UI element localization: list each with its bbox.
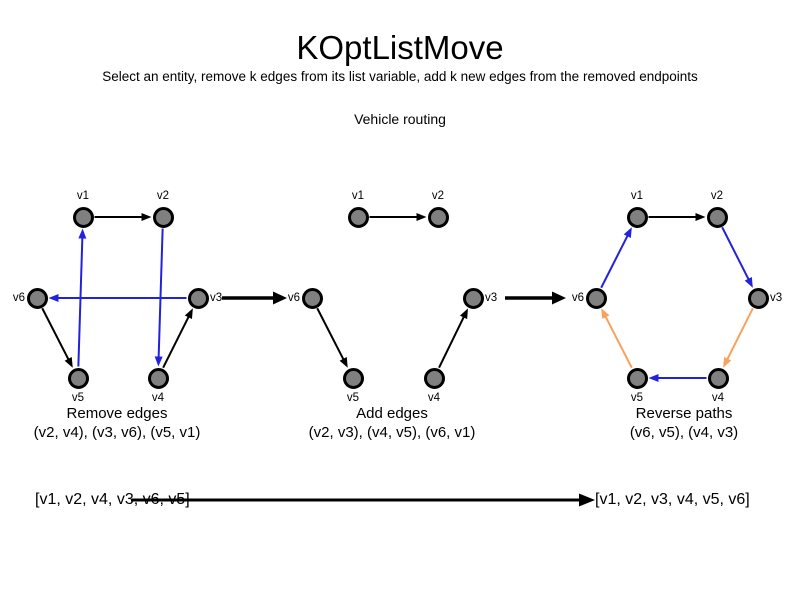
node-add-edges-v5 (342, 367, 364, 389)
node-remove-edges-v4 (147, 367, 169, 389)
edge-reverse-paths-v6-v1-line (600, 233, 630, 289)
edge-remove-edges-v1-v2-head (141, 213, 152, 221)
caption-add-edges-detail: (v2, v3), (v4, v5), (v6, v1) (308, 423, 476, 441)
edge-reverse-paths-v3-v4-line (725, 307, 754, 362)
node-label-reverse-paths-v6: v6 (571, 292, 584, 304)
node-reverse-paths-v1 (626, 206, 648, 228)
node-remove-edges-v5 (67, 367, 89, 389)
caption-add-edges: Add edges (v2, v3), (v4, v5), (v6, v1) (242, 405, 542, 442)
caption-reverse-paths-detail: (v6, v5), (v4, v3) (629, 423, 739, 441)
caption-remove-edges: Remove edges (v2, v4), (v3, v6), (v5, v1… (0, 405, 267, 442)
edge-reverse-paths-v2-v3-line (721, 226, 751, 282)
edge-remove-edges-v2-v4-line (157, 228, 164, 359)
node-label-remove-edges-v1: v1 (76, 190, 90, 202)
edge-reverse-paths-v3-v4-head (723, 356, 732, 368)
edge-remove-edges-v6-v5-line (41, 307, 70, 362)
edge-remove-edges-v3-v6-head (48, 294, 59, 302)
edge-add-edges-v4-v3-head (459, 308, 468, 320)
node-add-edges-v1 (347, 206, 369, 228)
node-label-add-edges-v5: v5 (346, 392, 360, 404)
node-remove-edges-v1 (72, 206, 94, 228)
route-list-after: [v1, v2, v3, v4, v5, v6] (595, 491, 750, 508)
caption-add-edges-title: Add edges (356, 405, 428, 422)
edge-reverse-paths-v1-v2-head (695, 213, 706, 221)
edge-reverse-paths-v5-v6-line (604, 314, 633, 369)
node-reverse-paths-v3 (747, 287, 769, 309)
node-add-edges-v4 (423, 367, 445, 389)
edge-add-edges-v1-v2-head (416, 213, 427, 221)
node-remove-edges-v3 (187, 287, 209, 309)
node-label-reverse-paths-v2: v2 (710, 190, 724, 202)
section-label: Vehicle routing (354, 111, 446, 127)
node-label-add-edges-v2: v2 (431, 190, 445, 202)
transition-arrow-1-head (273, 291, 287, 305)
edge-reverse-paths-v5-v6-head (601, 308, 610, 319)
node-reverse-paths-v5 (626, 367, 648, 389)
edge-reverse-paths-v4-v5-head (648, 374, 659, 382)
edge-remove-edges-v4-v3-head (184, 308, 193, 320)
node-label-add-edges-v6: v6 (287, 292, 300, 304)
caption-reverse-paths: Reverse paths (v6, v5), (v4, v3) (534, 405, 800, 442)
node-reverse-paths-v6 (585, 287, 607, 309)
node-remove-edges-v6 (26, 287, 48, 309)
transition-arrow-2-head (552, 291, 566, 305)
node-label-reverse-paths-v1: v1 (630, 190, 644, 202)
node-label-reverse-paths-v3: v3 (770, 292, 783, 304)
node-label-add-edges-v3: v3 (485, 292, 498, 304)
caption-reverse-paths-title: Reverse paths (635, 405, 733, 422)
node-reverse-paths-v2 (706, 206, 728, 228)
page-subtitle: Select an entity, remove k edges from it… (102, 69, 698, 84)
node-add-edges-v2 (427, 206, 449, 228)
node-label-add-edges-v4: v4 (427, 392, 441, 404)
page-title: KOptListMove (296, 29, 504, 66)
node-label-remove-edges-v2: v2 (156, 190, 170, 202)
node-label-remove-edges-v4: v4 (151, 392, 165, 404)
edge-reverse-paths-v2-v3-head (744, 277, 753, 288)
route-list-before: [v1, v2, v4, v3, v6, v5] (35, 491, 190, 508)
edge-reverse-paths-v6-v1-head (623, 227, 632, 238)
node-add-edges-v3 (462, 287, 484, 309)
node-label-remove-edges-v5: v5 (71, 392, 85, 404)
edge-remove-edges-v2-v4-head (154, 356, 163, 367)
node-add-edges-v6 (301, 287, 323, 309)
caption-remove-edges-detail: (v2, v4), (v3, v6), (v5, v1) (33, 423, 201, 441)
edge-remove-edges-v4-v3-line (162, 314, 191, 369)
edge-remove-edges-v5-v1-line (77, 236, 84, 367)
edge-remove-edges-v5-v1-head (78, 228, 87, 239)
node-label-remove-edges-v3: v3 (210, 292, 223, 304)
edge-add-edges-v6-v5-head (339, 357, 348, 368)
node-label-reverse-paths-v4: v4 (711, 392, 725, 404)
edge-add-edges-v4-v3-line (438, 315, 466, 369)
node-reverse-paths-v4 (707, 367, 729, 389)
node-label-reverse-paths-v5: v5 (630, 392, 644, 404)
edge-add-edges-v6-v5-line (316, 307, 345, 362)
node-label-remove-edges-v6: v6 (12, 292, 25, 304)
caption-remove-edges-title: Remove edges (66, 405, 168, 422)
node-remove-edges-v2 (152, 206, 174, 228)
edge-remove-edges-v6-v5-head (64, 357, 73, 368)
list-transform-arrow-head (579, 493, 595, 507)
node-label-add-edges-v1: v1 (351, 190, 365, 202)
